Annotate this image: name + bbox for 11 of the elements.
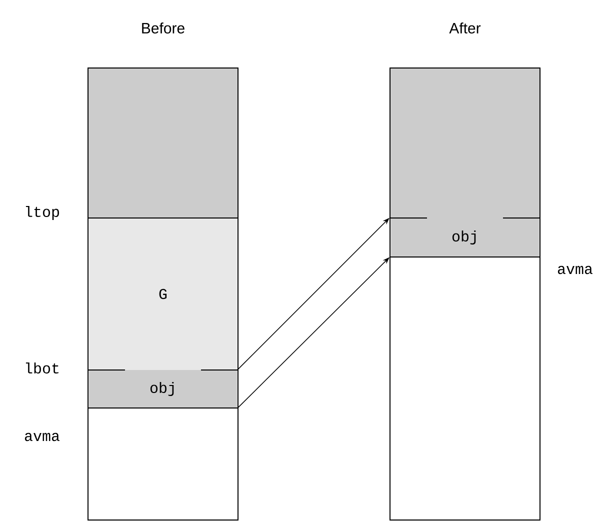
object-slot: obj: [390, 218, 540, 258]
region-label: G: [88, 218, 238, 370]
column-heading: After: [449, 22, 481, 34]
column-heading: Before: [142, 22, 184, 34]
object-slot: obj: [88, 370, 238, 408]
address-label: ltop: [26, 206, 59, 220]
memory-column: [390, 68, 540, 520]
memory-column: [88, 68, 238, 520]
address-label: lbot: [26, 362, 58, 374]
address-label: avma: [558, 266, 592, 274]
address-label: avma: [24, 432, 60, 442]
